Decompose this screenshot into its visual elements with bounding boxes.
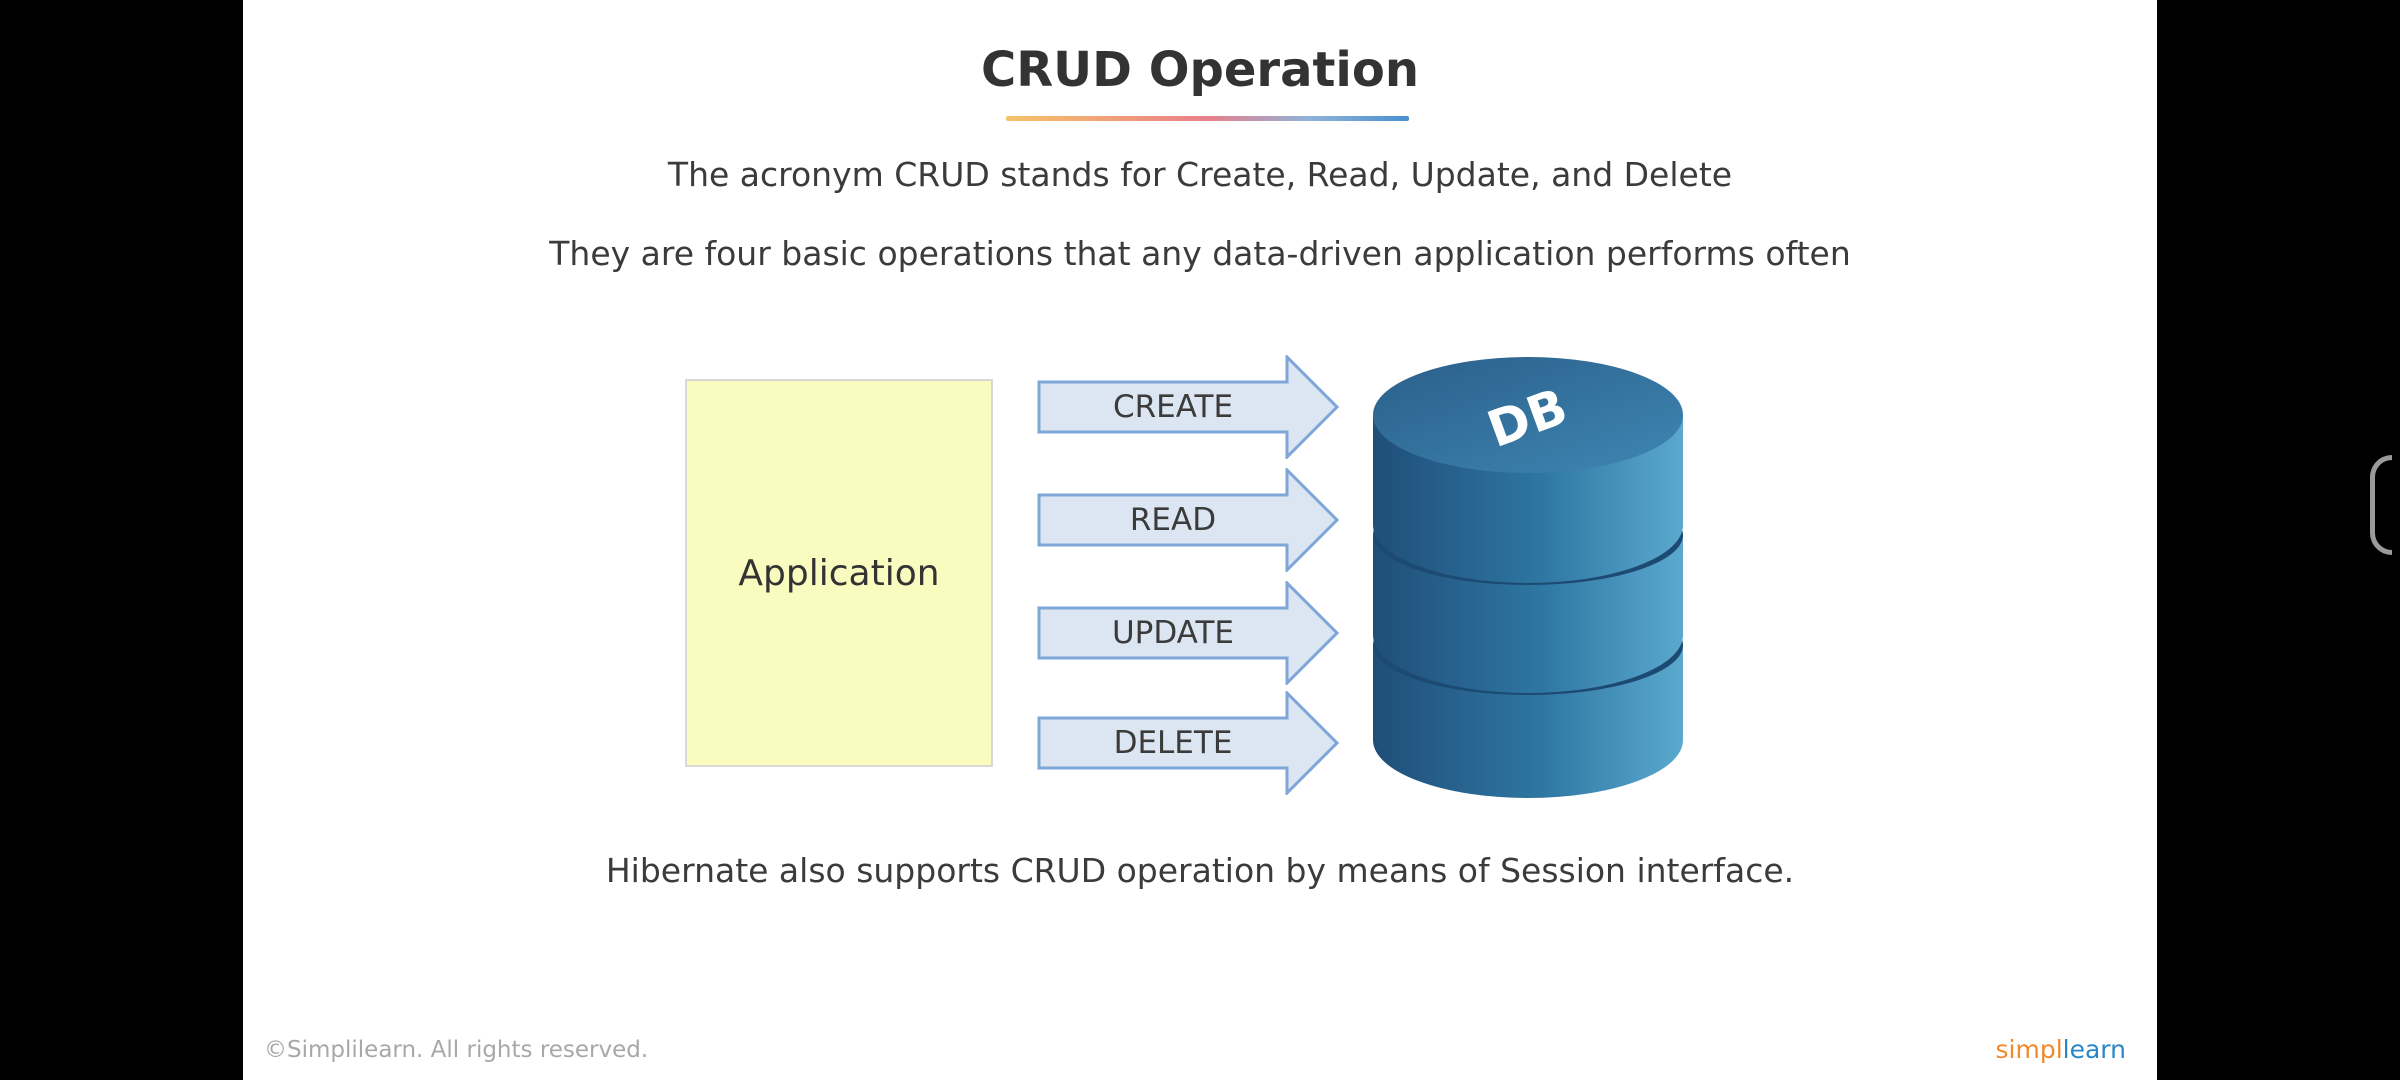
footer-copyright: ©Simplilearn. All rights reserved. bbox=[264, 1037, 649, 1063]
description-line-3: Hibernate also supports CRUD operation b… bbox=[605, 851, 1795, 890]
logo-part-1: simpl bbox=[1995, 1035, 2063, 1064]
application-label: Application bbox=[738, 552, 940, 594]
title-underline bbox=[1006, 116, 1409, 121]
slide-title: CRUD Operation bbox=[980, 42, 1420, 98]
description-line-1: The acronym CRUD stands for Create, Read… bbox=[667, 155, 1733, 194]
logo-part-2: learn bbox=[2062, 1035, 2126, 1064]
create-arrow: CREATE bbox=[1037, 355, 1339, 459]
delete-label: DELETE bbox=[1113, 725, 1233, 761]
update-arrow: UPDATE bbox=[1037, 581, 1339, 685]
delete-arrow: DELETE bbox=[1037, 691, 1339, 795]
simplilearn-logo: simpllearn bbox=[1996, 1035, 2126, 1064]
application-box: Application bbox=[685, 379, 993, 767]
read-arrow: READ bbox=[1037, 468, 1339, 572]
database-icon: DB bbox=[1373, 357, 1683, 798]
slide: CRUD Operation The acronym CRUD stands f… bbox=[243, 0, 2157, 1080]
read-label: READ bbox=[1129, 502, 1217, 538]
create-label: CREATE bbox=[1112, 389, 1234, 425]
update-label: UPDATE bbox=[1111, 615, 1235, 651]
description-line-2: They are four basic operations that any … bbox=[549, 234, 1851, 273]
side-panel-handle[interactable] bbox=[2370, 455, 2392, 555]
